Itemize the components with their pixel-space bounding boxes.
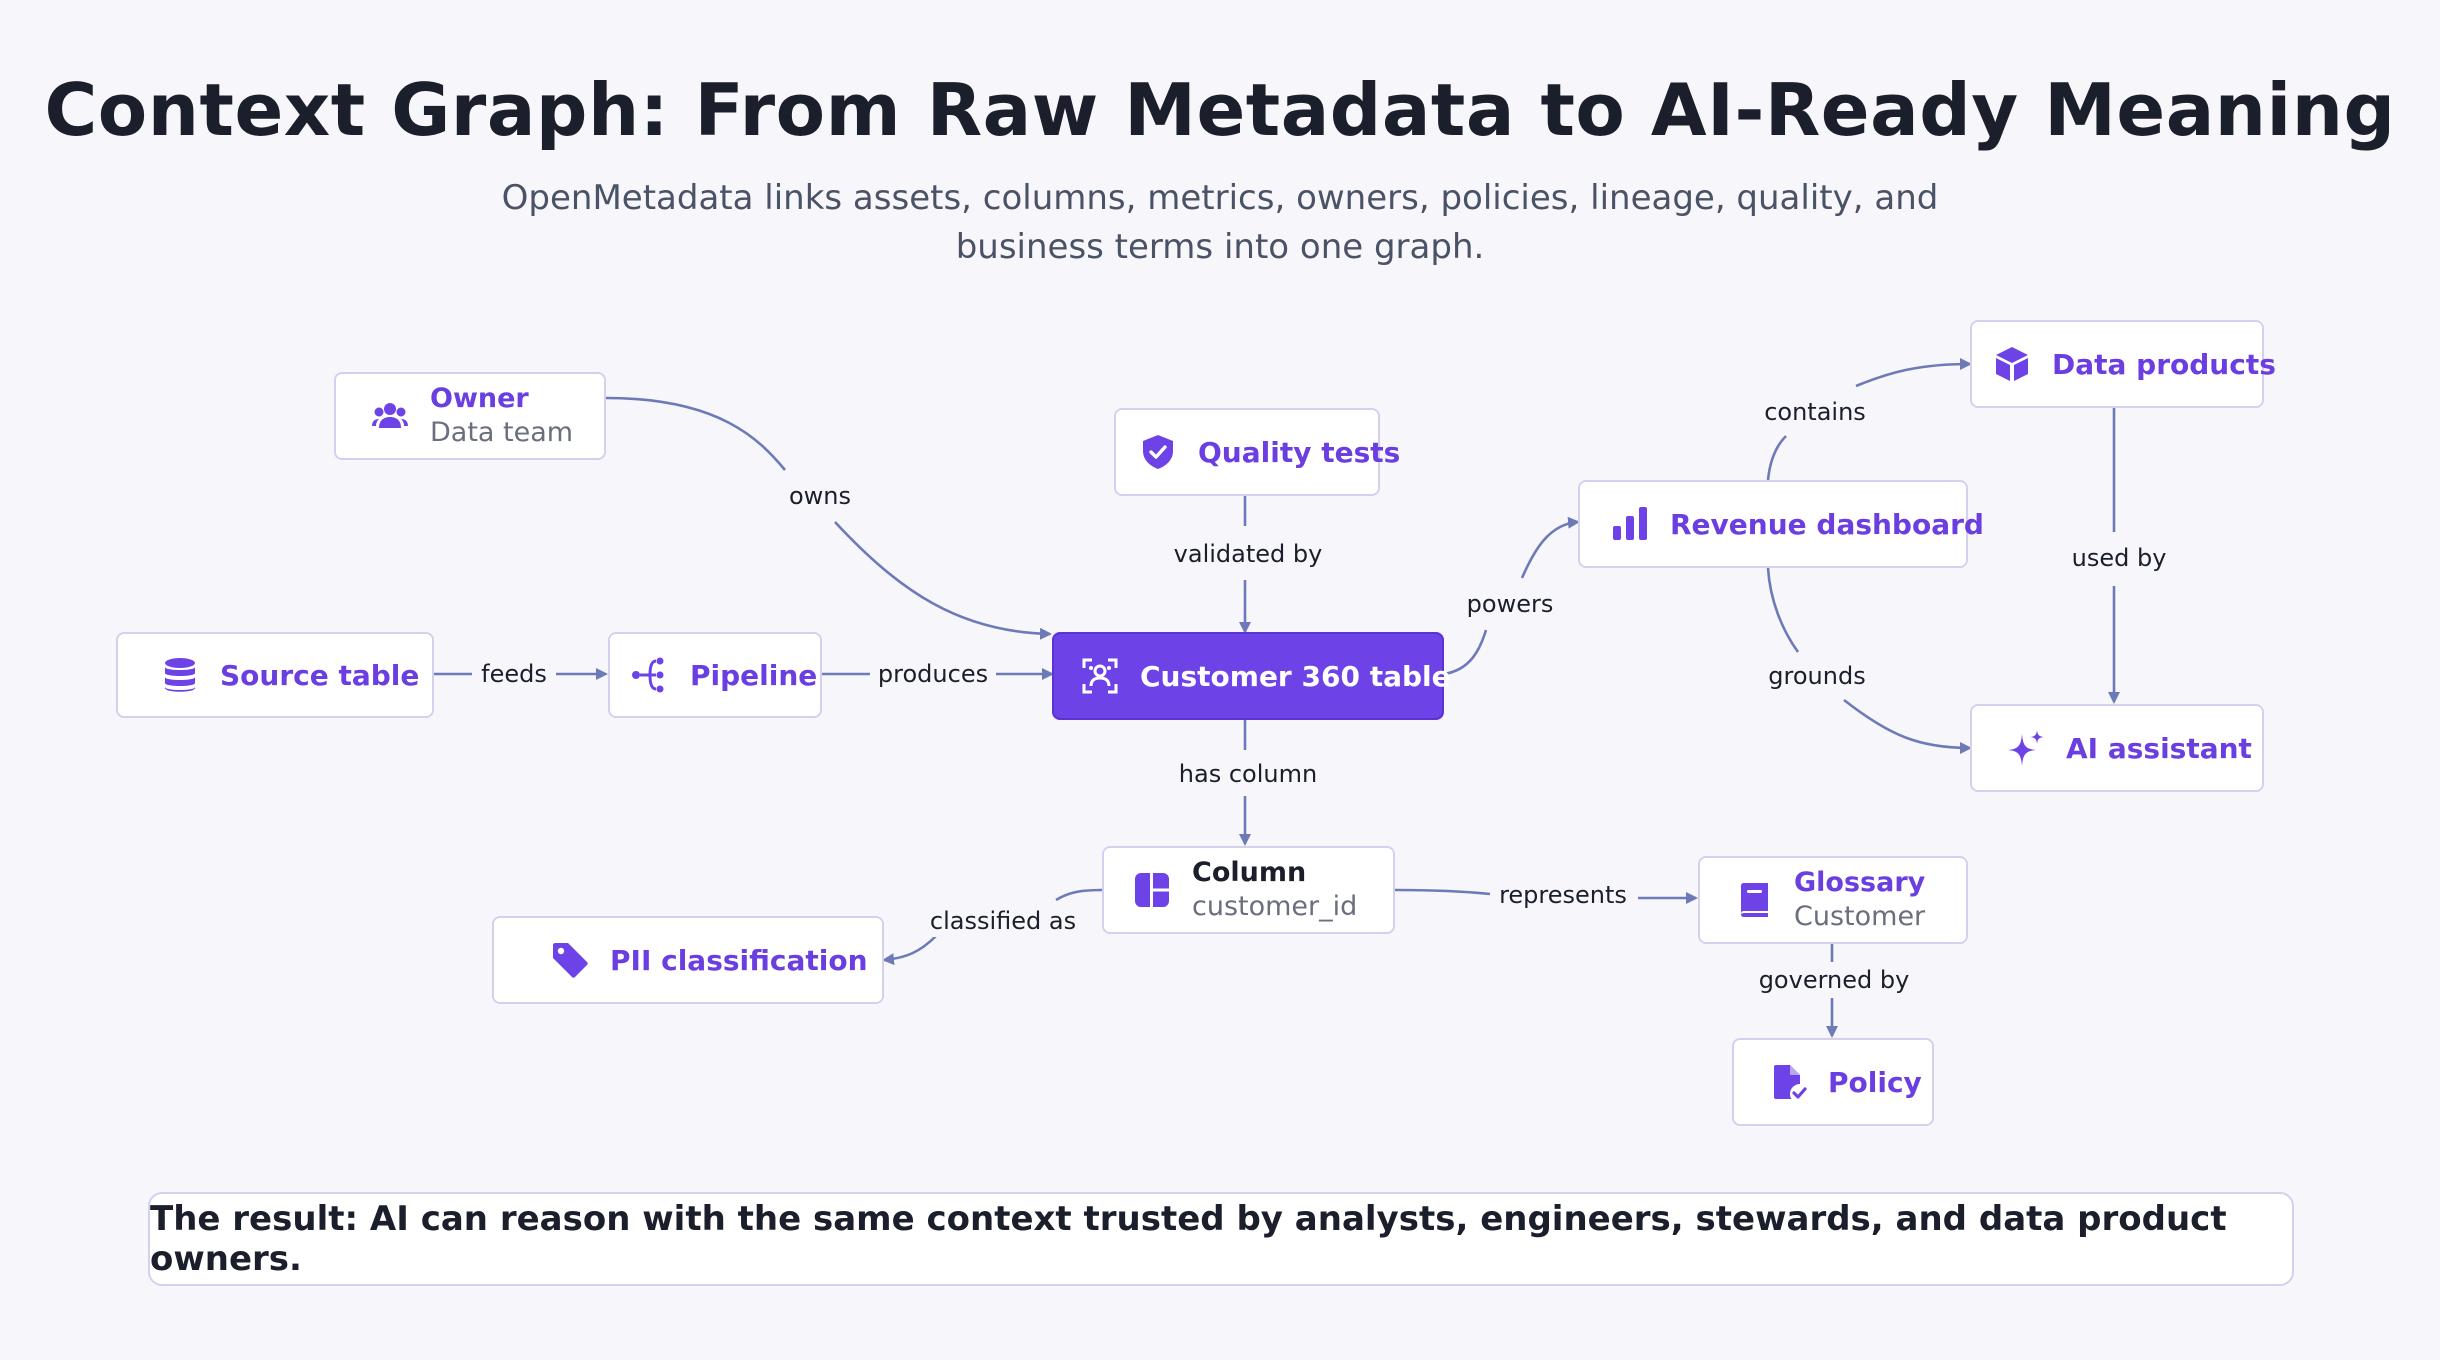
policy-document-icon xyxy=(1768,1062,1808,1102)
node-policy[interactable]: Policy xyxy=(1732,1038,1934,1126)
pipeline-icon xyxy=(630,655,670,695)
node-revenue-dashboard-label: Revenue dashboard xyxy=(1670,507,1984,541)
page-title: Context Graph: From Raw Metadata to AI-R… xyxy=(44,68,2396,152)
node-owner-label: Owner xyxy=(430,383,529,414)
user-scan-icon xyxy=(1080,656,1120,696)
node-pipeline-label: Pipeline xyxy=(690,658,818,692)
edge-classified-as-arrow xyxy=(882,935,937,966)
node-data-products[interactable]: Data products xyxy=(1970,320,2276,408)
edge-label-feeds: feeds xyxy=(475,658,553,690)
node-ai-assistant-label: AI assistant xyxy=(2066,731,2252,765)
edge-label-governed-by: governed by xyxy=(1752,964,1916,996)
node-customer-360-label: Customer 360 table xyxy=(1140,659,1451,693)
node-policy-label: Policy xyxy=(1828,1065,1922,1099)
edge-classified-as xyxy=(1055,888,1103,902)
node-glossary-label: Glossary xyxy=(1794,867,1926,898)
node-column[interactable]: Column customer_id xyxy=(1102,846,1395,934)
sparkle-icon xyxy=(2006,728,2046,768)
edge-label-represents: represents xyxy=(1493,879,1633,911)
node-column-label: Column xyxy=(1192,857,1307,888)
result-banner: The result: AI can reason with the same … xyxy=(148,1192,2294,1286)
node-source-table[interactable]: Source table xyxy=(116,632,434,718)
tag-icon xyxy=(550,940,590,980)
node-ai-assistant[interactable]: AI assistant xyxy=(1970,704,2264,792)
node-customer-360-table[interactable]: Customer 360 table xyxy=(1052,632,1451,720)
edge-powers-arrow xyxy=(1520,516,1580,579)
node-owner-sub: Data team xyxy=(430,417,574,448)
node-pipeline[interactable]: Pipeline xyxy=(608,632,822,718)
edge-owns-arrow xyxy=(834,521,1052,640)
node-revenue-dashboard[interactable]: Revenue dashboard xyxy=(1578,480,1984,568)
edge-grounds-arrow xyxy=(1843,698,1972,754)
users-icon xyxy=(370,396,410,436)
shield-check-icon xyxy=(1138,432,1178,472)
node-owner[interactable]: Owner Data team xyxy=(334,372,606,460)
bar-chart-icon xyxy=(1610,504,1650,544)
node-column-sub: customer_id xyxy=(1192,891,1358,922)
edge-represents xyxy=(1394,888,1491,896)
edge-label-produces: produces xyxy=(871,658,995,690)
edge-label-has-column: has column xyxy=(1172,758,1324,790)
edge-label-contains: contains xyxy=(1758,396,1872,428)
node-glossary-sub: Customer xyxy=(1794,901,1926,932)
edge-label-validated-by: validated by xyxy=(1167,538,1329,570)
node-pii-classification[interactable]: PII classification xyxy=(492,916,884,1004)
node-quality-tests-label: Quality tests xyxy=(1198,435,1401,469)
column-layout-icon xyxy=(1132,870,1172,910)
node-quality-tests[interactable]: Quality tests xyxy=(1114,408,1400,496)
page-subtitle: OpenMetadata links assets, columns, metr… xyxy=(501,178,1939,267)
edge-label-owns: owns xyxy=(782,480,858,512)
edge-owns xyxy=(605,396,786,471)
cube-icon xyxy=(1992,344,2032,384)
book-icon xyxy=(1734,880,1774,920)
node-pii-classification-label: PII classification xyxy=(610,943,868,977)
edge-label-classified-as: classified as xyxy=(923,905,1083,937)
node-source-table-label: Source table xyxy=(220,658,420,692)
edge-label-grounds: grounds xyxy=(1762,660,1872,692)
edge-label-powers: powers xyxy=(1460,588,1560,620)
database-icon xyxy=(160,655,200,695)
node-data-products-label: Data products xyxy=(2052,347,2276,381)
edge-label-used-by: used by xyxy=(2065,542,2173,574)
node-glossary[interactable]: Glossary Customer xyxy=(1698,856,1968,944)
edge-contains xyxy=(1766,435,1787,481)
edge-contains-arrow xyxy=(1855,358,1972,388)
edge-powers xyxy=(1443,629,1488,676)
edge-grounds xyxy=(1766,567,1800,653)
